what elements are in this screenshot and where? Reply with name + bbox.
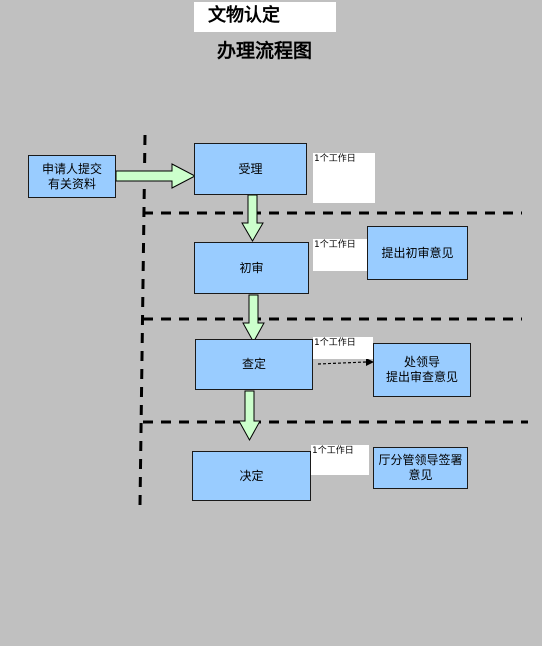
step-decide-time: 1个工作日 <box>311 445 369 475</box>
down-arrow <box>238 390 261 442</box>
step-accept-box: 受理 <box>194 143 307 195</box>
vertical-divider <box>138 134 147 506</box>
step-decide-box: 决定 <box>192 451 311 501</box>
down-arrow <box>242 294 265 344</box>
step-verify-time: 1个工作日 <box>313 337 373 359</box>
comment-arrowhead <box>366 358 374 366</box>
step-review-time: 1个工作日 <box>313 239 369 271</box>
step-review-comment: 提出初审意见 <box>367 226 468 280</box>
down-arrow <box>241 194 264 242</box>
applicant-box: 申请人提交 有关资料 <box>28 155 116 198</box>
submit-arrow <box>115 163 197 189</box>
step-decide-comment: 厅分管领导签署 意见 <box>373 447 468 489</box>
step-accept-time: 1个工作日 <box>313 153 375 203</box>
page-subtitle: 办理流程图 <box>217 40 313 62</box>
step-verify-box: 查定 <box>195 339 313 390</box>
step-review-box: 初审 <box>194 242 309 294</box>
page-title: 文物认定 <box>194 2 336 32</box>
comment-arrow <box>317 361 367 365</box>
step-verify-comment: 处领导 提出审查意见 <box>373 343 471 397</box>
